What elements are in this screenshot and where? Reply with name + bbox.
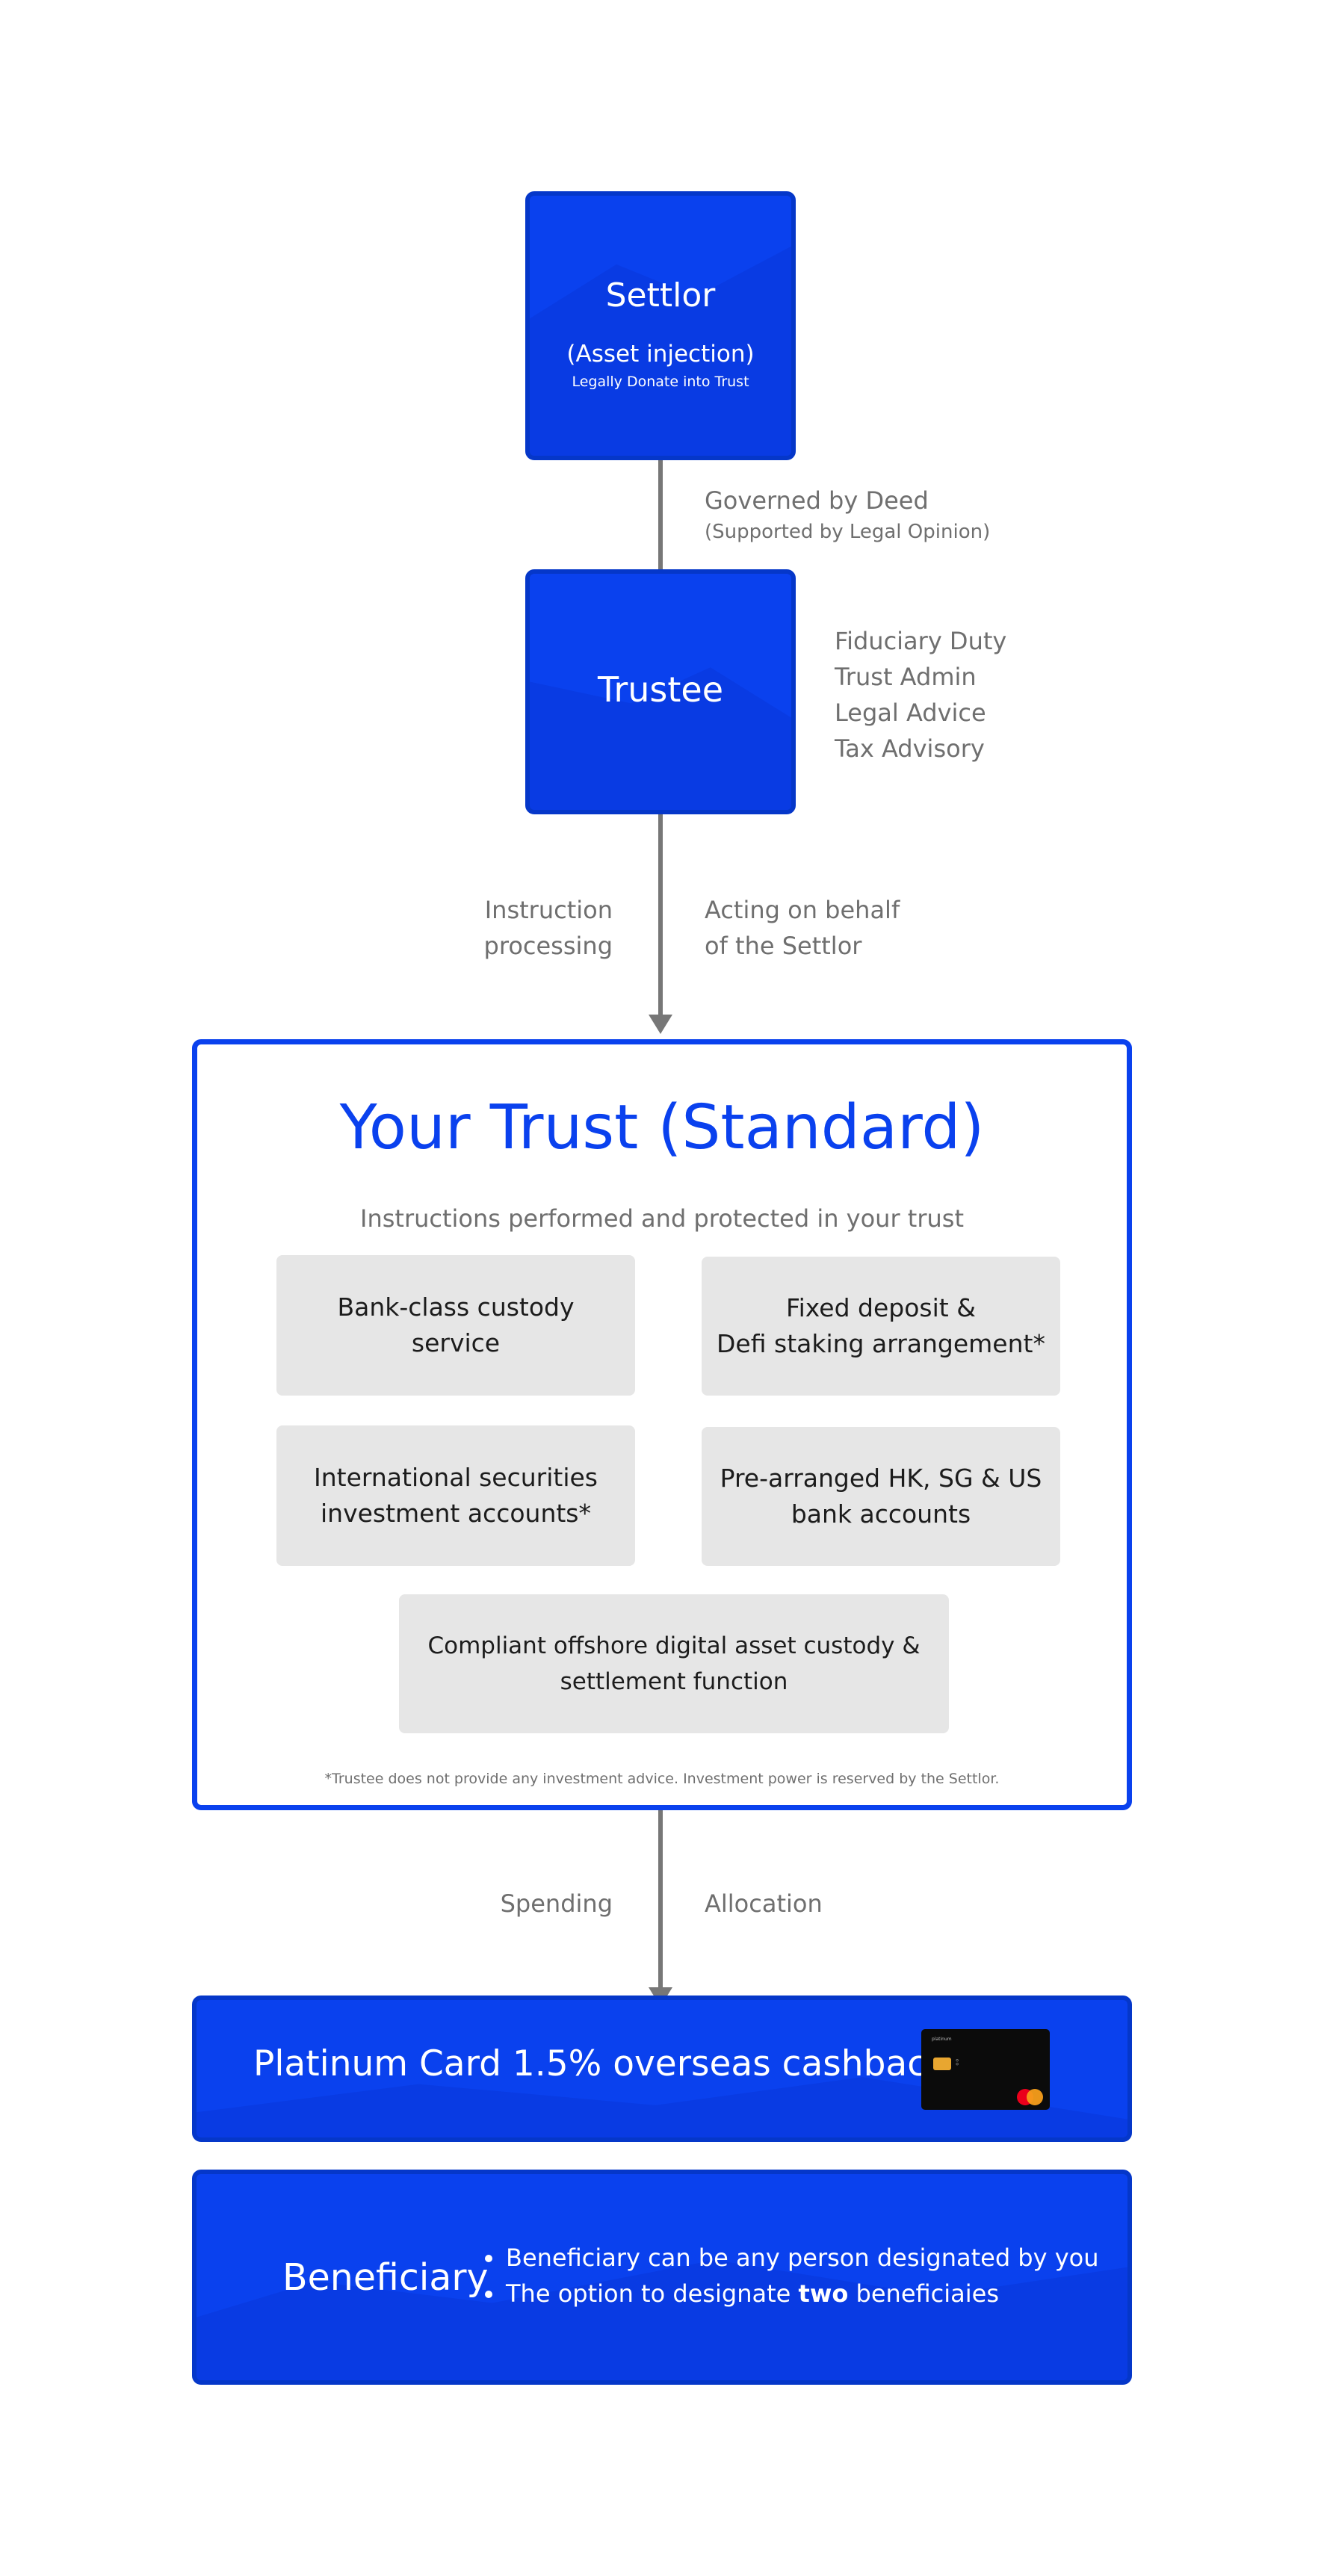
acting-on-behalf-line: Acting on behalf	[705, 896, 900, 924]
trustee-trust-connector	[658, 814, 663, 1016]
trustee-duty-item: Tax Advisory	[835, 734, 985, 763]
card-chip-icon	[933, 2058, 951, 2070]
trust-container: Your Trust (Standard) Instructions perfo…	[192, 1039, 1132, 1810]
trust-footnote: *Trustee does not provide any investment…	[324, 1771, 1000, 1787]
feature-custody-service: Bank-class custody service	[276, 1255, 635, 1396]
trust-title: Your Trust (Standard)	[339, 1092, 985, 1163]
beneficiary-bullet-text: The option to designate	[506, 2279, 799, 2308]
beneficiary-title: Beneficiary	[282, 2256, 489, 2299]
settlor-subtitle: (Asset injection)	[566, 341, 755, 368]
acting-on-behalf-label: Acting on behalf of the Settlor	[705, 892, 900, 964]
acting-on-behalf-line: of the Settlor	[705, 932, 862, 960]
feature-fixed-deposit: Fixed deposit & Defi staking arrangement…	[702, 1257, 1060, 1396]
instruction-processing-line: processing	[483, 932, 613, 960]
beneficiary-bullet-item: Beneficiary can be any person designated…	[482, 2240, 1099, 2276]
mastercard-logo-icon-secondary	[1027, 2089, 1043, 2105]
beneficiary-bullet-text: Beneficiary can be any person designated…	[506, 2244, 1099, 2272]
trustee-trust-arrowhead	[649, 1015, 672, 1034]
trustee-duties-list: Fiduciary Duty Trust Admin Legal Advice …	[835, 623, 1006, 767]
allocation-label: Allocation	[705, 1889, 823, 1918]
settlor-title: Settlor	[605, 276, 716, 315]
beneficiary-bullet-item: The option to designate two beneficiaies	[482, 2276, 1099, 2312]
instruction-processing-label: Instruction processing	[418, 892, 613, 964]
spending-label: Spending	[500, 1889, 613, 1918]
settlor-note: Legally Donate into Trust	[572, 374, 749, 390]
feature-bank-accounts: Pre-arranged HK, SG & US bank accounts	[702, 1427, 1060, 1566]
trust-subtitle: Instructions performed and protected in …	[360, 1204, 964, 1233]
contactless-icon: ⦂	[956, 2056, 959, 2068]
feature-securities-accounts: International securities investment acco…	[276, 1425, 635, 1566]
card-brand-text: platinum	[932, 2037, 952, 2042]
trustee-node: Trustee	[525, 569, 796, 814]
legal-opinion-label: (Supported by Legal Opinion)	[705, 521, 991, 543]
trustee-duty-item: Fiduciary Duty	[835, 627, 1007, 655]
trustee-duty-item: Legal Advice	[835, 699, 986, 727]
settlor-shade	[530, 246, 791, 456]
trust-card-connector	[658, 1810, 663, 1990]
credit-card-icon: platinum ⦂	[921, 2029, 1050, 2110]
beneficiary-bullets: Beneficiary can be any person designated…	[482, 2240, 1099, 2312]
instruction-processing-line: Instruction	[484, 896, 613, 924]
governed-by-deed-label: Governed by Deed	[705, 486, 929, 515]
settlor-node: Settlor (Asset injection) Legally Donate…	[525, 191, 796, 460]
trustee-title: Trustee	[597, 669, 723, 710]
trustee-duty-item: Trust Admin	[835, 663, 977, 691]
beneficiary-node: Beneficiary Beneficiary can be any perso…	[192, 2170, 1132, 2385]
beneficiary-bullet-emphasis: two	[798, 2279, 849, 2308]
platinum-card-node: Platinum Card 1.5% overseas cashback pla…	[192, 1996, 1132, 2142]
platinum-card-text: Platinum Card 1.5% overseas cashback	[253, 2043, 947, 2084]
feature-digital-asset-custody: Compliant offshore digital asset custody…	[399, 1594, 949, 1733]
beneficiary-bullet-text: beneficiaies	[848, 2279, 999, 2308]
settlor-trustee-connector	[658, 460, 663, 571]
